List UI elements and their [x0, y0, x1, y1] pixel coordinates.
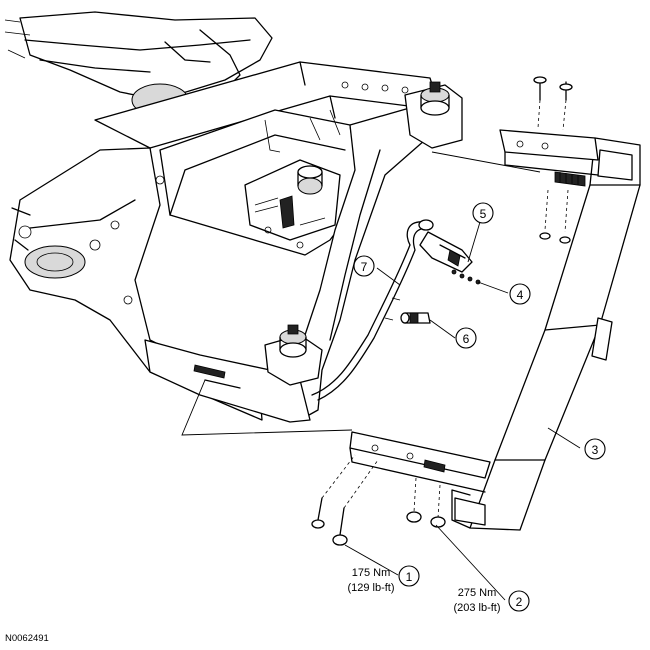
vehicle-frame: [4, 11, 463, 423]
callout-6: 6: [455, 327, 477, 349]
callout-3: 3: [584, 438, 606, 460]
fasteners-component-4: [451, 269, 481, 285]
callout-5-circle: [472, 202, 494, 224]
callout-3-circle: [584, 438, 606, 460]
callout-1-number: 1: [406, 570, 413, 584]
torque-2-nm: 275 Nm: [458, 587, 497, 599]
torque-1-nm: 175 Nm: [352, 567, 391, 579]
sensor-bracket-component-5: [419, 231, 473, 273]
callout-4: 4: [509, 283, 531, 305]
callout-1-circle: [398, 565, 420, 587]
callout-4-circle: [509, 283, 531, 305]
frame-extension-component-3: [349, 129, 641, 531]
callout-7: 7: [353, 255, 375, 277]
torque-1-lbft: (129 lb-ft): [347, 582, 394, 594]
callout-2: 2: [508, 590, 530, 612]
callout-6-circle: [455, 327, 477, 349]
body-mount-lower: [264, 324, 323, 386]
callout-5: 5: [472, 202, 494, 224]
callout-1: 1: [398, 565, 420, 587]
callout-3-number: 3: [592, 443, 599, 457]
callout-2-number: 2: [516, 595, 523, 609]
callout-6-number: 6: [463, 332, 470, 346]
bolts-and-nuts: [311, 76, 573, 546]
figure-id: N0062491: [5, 633, 49, 644]
wiring-harness-component-7: [311, 219, 434, 401]
torque-2-lbft: (203 lb-ft): [453, 602, 500, 614]
body-mount-upper: [404, 81, 463, 149]
leader-lines: [181, 151, 581, 601]
callout-7-number: 7: [361, 260, 368, 274]
callout-4-number: 4: [517, 288, 524, 302]
callout-5-number: 5: [480, 207, 487, 221]
callout-7-circle: [353, 255, 375, 277]
callout-2-circle: [508, 590, 530, 612]
sensor-component-6: [400, 312, 431, 324]
